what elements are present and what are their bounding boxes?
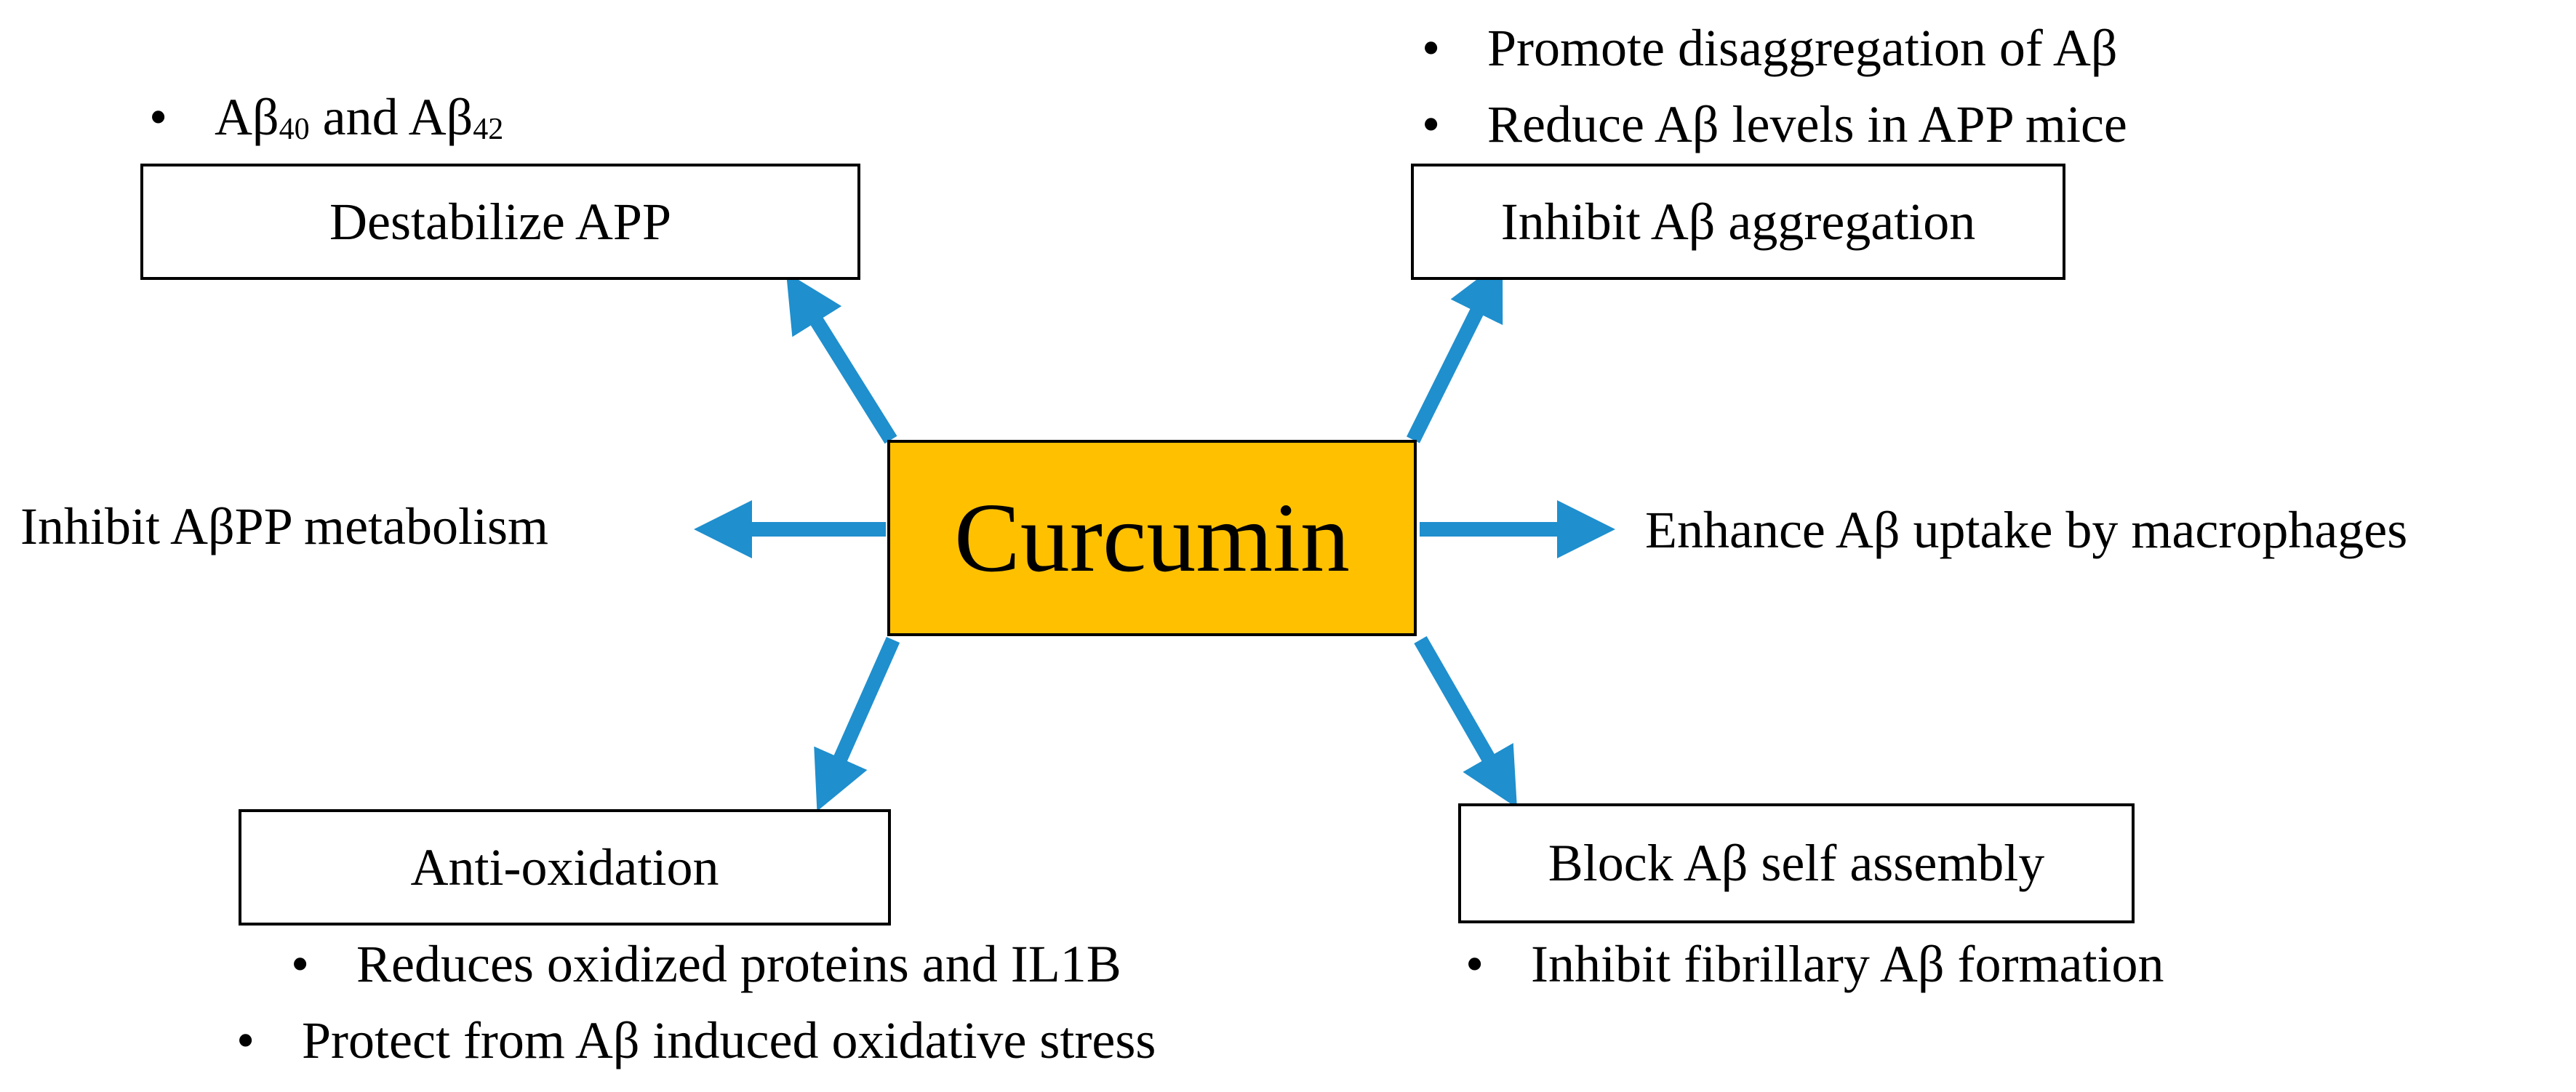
destabilize-app-label: Destabilize APP — [329, 192, 671, 251]
enhance-uptake-label: Enhance Aβ uptake by macrophages — [1645, 501, 2408, 559]
arrow-to-destabilize-app — [785, 272, 897, 444]
block-self-assembly-label: Block Aβ self assembly — [1548, 834, 2045, 892]
inhibit-aggregation-label: Inhibit Aβ aggregation — [1500, 192, 1976, 251]
arrow-to-inhibit-aggregation — [1407, 260, 1503, 443]
reduces-oxidized-proteins-bullet: •Reduces oxidized proteins and IL1B — [291, 935, 1121, 993]
block-self-assembly-box: Block Aβ self assembly — [1458, 803, 2135, 923]
protect-oxidative-stress-bullet: •Protect from Aβ induced oxidative stres… — [236, 1011, 1156, 1069]
arrow-to-block-self-assembly — [1414, 636, 1517, 808]
arrow-to-anti-oxidation — [814, 636, 900, 811]
promote-disaggregation-bullet: •Promote disaggregation of Aβ — [1422, 19, 2118, 77]
destabilize-app-bullet: •Aβ40 and Aβ42 — [149, 88, 504, 146]
curcumin-box: Curcumin — [887, 440, 1417, 636]
inhibit-fibrillary-bullet: •Inhibit fibrillary Aβ formation — [1465, 935, 2164, 993]
anti-oxidation-box: Anti-oxidation — [239, 809, 891, 926]
inhibit-abpp-metabolism-label: Inhibit AβPP metabolism — [20, 497, 549, 555]
inhibit-aggregation-box: Inhibit Aβ aggregation — [1411, 164, 2065, 280]
curcumin-label: Curcumin — [954, 483, 1350, 593]
anti-oxidation-label: Anti-oxidation — [410, 838, 719, 896]
destabilize-app-box: Destabilize APP — [140, 164, 860, 280]
reduce-ab-levels-bullet: •Reduce Aβ levels in APP mice — [1422, 95, 2127, 153]
